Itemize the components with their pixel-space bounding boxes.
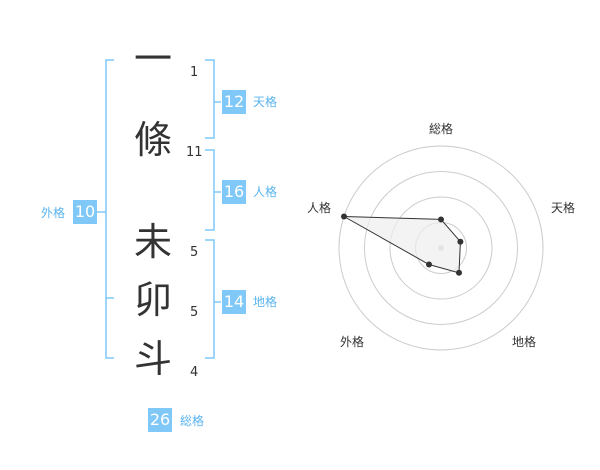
name-char-4: 卯 [133,278,172,322]
stroke-count-3: 5 [190,245,199,260]
radar-label-gaikaku: 外格 [340,334,364,349]
stroke-count-1: 1 [190,65,199,80]
radar-ring-4 [338,145,544,351]
soukaku-value-badge: 26 [148,408,172,432]
radar-label-chikaku: 地格 [512,334,536,349]
radar-polygon [343,216,461,274]
gaikaku-value-badge: 10 [73,200,97,224]
name-char-2: 條 [133,118,172,162]
tenkaku-bracket [205,59,215,139]
tenkaku-label: 天格 [253,95,278,109]
radar-point-chikaku [455,269,462,276]
name-char-3: 未 [133,220,172,264]
radar-label-jinkaku: 人格 [307,200,331,215]
chikaku-label: 地格 [253,295,278,309]
gaikaku-bracket [105,59,114,359]
radar-points [340,213,464,276]
radar-point-tenkaku [457,238,464,245]
name-char-1: 一 [133,37,172,81]
radar-ring-3 [364,171,518,325]
jinkaku-label: 人格 [253,185,278,199]
radar-point-jinkaku [340,213,347,220]
chikaku-value-badge: 14 [222,290,246,314]
name-char-5: 斗 [133,337,172,381]
jinkaku-value-badge: 16 [222,180,246,204]
radar-label-tenkaku: 天格 [551,200,575,215]
gaikaku-label: 外格 [41,206,66,220]
stroke-count-5: 4 [190,365,199,380]
radar-point-gaikaku [426,261,433,268]
radar-ring-2 [389,196,493,300]
soukaku-label: 総格 [180,414,205,428]
chikaku-bracket [205,239,215,359]
stroke-count-2: 11 [186,145,203,160]
radar-label-soukaku: 総格 [429,121,453,136]
radar-point-soukaku [438,216,444,223]
tenkaku-value-badge: 12 [222,90,246,114]
jinkaku-bracket [205,149,215,231]
stroke-count-4: 5 [190,305,199,320]
